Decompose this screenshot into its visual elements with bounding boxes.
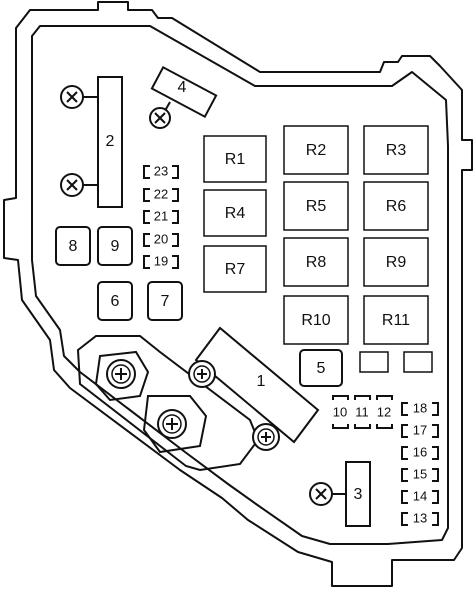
svg-text:14: 14 — [413, 488, 427, 503]
fuse-label-3: 3 — [354, 486, 363, 503]
mini-fuse-14: 14 — [401, 488, 439, 504]
mini-fuse-19: 19 — [143, 253, 179, 269]
relay-r9: R9 — [363, 237, 429, 287]
svg-text:10: 10 — [333, 404, 347, 419]
svg-text:7: 7 — [161, 293, 170, 310]
svg-text:17: 17 — [413, 422, 427, 437]
svg-text:R8: R8 — [306, 254, 327, 271]
mini-fuses-right: 18 17 16 15 14 13 — [401, 400, 439, 526]
mini-fuse-17: 17 — [401, 422, 439, 438]
svg-text:19: 19 — [154, 253, 168, 268]
screw-x-icon — [60, 85, 84, 109]
fuse-label-4: 4 — [178, 79, 187, 96]
screw-x-icon — [60, 173, 84, 197]
mini-fuse-11: 11 — [354, 395, 371, 429]
svg-text:12: 12 — [377, 404, 391, 419]
mini-fuse-22: 22 — [143, 186, 179, 202]
svg-text:20: 20 — [154, 231, 168, 246]
svg-text:15: 15 — [413, 466, 427, 481]
svg-text:21: 21 — [154, 208, 168, 223]
relay-r10: R10 — [283, 295, 349, 345]
svg-text:R11: R11 — [382, 312, 410, 329]
spare-slot — [359, 351, 389, 373]
large-fuse-2: 2 — [60, 76, 123, 208]
svg-text:23: 23 — [154, 163, 168, 178]
screw-plus-icon — [106, 359, 136, 389]
screw-plus-icon — [157, 409, 187, 439]
mini-fuse-23: 23 — [143, 163, 179, 179]
fuse-label-1: 1 — [257, 373, 266, 390]
large-fuse-4: 4 — [149, 65, 218, 129]
mini-fuse-10: 10 — [332, 395, 349, 429]
relay-r3: R3 — [363, 125, 429, 175]
svg-text:R5: R5 — [306, 198, 327, 215]
square-fuse-8: 8 — [55, 226, 91, 266]
relay-r11: R11 — [363, 295, 429, 345]
relays: R1 R2 R3 R4 R5 R6 R7 R8 R9 R10 R11 — [203, 125, 429, 345]
svg-text:R3: R3 — [386, 142, 407, 159]
mini-fuse-12: 12 — [376, 395, 393, 429]
svg-text:6: 6 — [111, 293, 120, 310]
svg-text:18: 18 — [413, 400, 427, 415]
housing-outline — [3, 1, 473, 587]
mini-fuses-left: 23 22 21 20 19 — [143, 163, 179, 269]
svg-text:16: 16 — [413, 444, 427, 459]
svg-text:R6: R6 — [386, 198, 407, 215]
svg-text:13: 13 — [413, 510, 427, 525]
svg-text:11: 11 — [355, 404, 369, 419]
mini-fuse-13: 13 — [401, 510, 439, 526]
relay-r7: R7 — [203, 245, 267, 293]
fuse-label-2: 2 — [106, 133, 115, 150]
svg-text:R7: R7 — [225, 261, 246, 278]
screw-plus-icon — [252, 423, 280, 451]
relay-r8: R8 — [283, 237, 349, 287]
relay-r6: R6 — [363, 181, 429, 231]
svg-text:R1: R1 — [225, 151, 246, 168]
relay-r2: R2 — [283, 125, 349, 175]
mini-fuse-16: 16 — [401, 444, 439, 460]
large-fuse-1: 1 — [188, 326, 320, 451]
large-fuse-3: 3 — [309, 461, 371, 527]
relay-r1: R1 — [203, 135, 267, 183]
mini-fuse-18: 18 — [401, 400, 439, 416]
square-fuse-7: 7 — [147, 281, 183, 321]
svg-text:22: 22 — [154, 186, 168, 201]
svg-text:R2: R2 — [306, 142, 327, 159]
mini-fuses-vertical: 10 11 12 — [332, 395, 393, 429]
square-fuse-9: 9 — [97, 226, 133, 266]
svg-text:R10: R10 — [301, 312, 330, 329]
relay-r4: R4 — [203, 189, 267, 237]
svg-text:8: 8 — [69, 238, 78, 255]
mini-fuse-20: 20 — [143, 231, 179, 247]
screw-plus-icon — [188, 360, 216, 388]
square-fuse-5: 5 — [299, 349, 343, 387]
screw-x-icon — [309, 482, 333, 506]
spare-slot — [403, 351, 433, 373]
svg-text:R4: R4 — [225, 205, 246, 222]
svg-text:5: 5 — [317, 360, 326, 377]
mini-fuse-15: 15 — [401, 466, 439, 482]
relay-r5: R5 — [283, 181, 349, 231]
square-fuse-6: 6 — [97, 281, 133, 321]
screw-x-icon — [149, 107, 171, 129]
svg-text:R9: R9 — [386, 254, 407, 271]
svg-text:9: 9 — [111, 238, 120, 255]
mini-fuse-21: 21 — [143, 208, 179, 224]
